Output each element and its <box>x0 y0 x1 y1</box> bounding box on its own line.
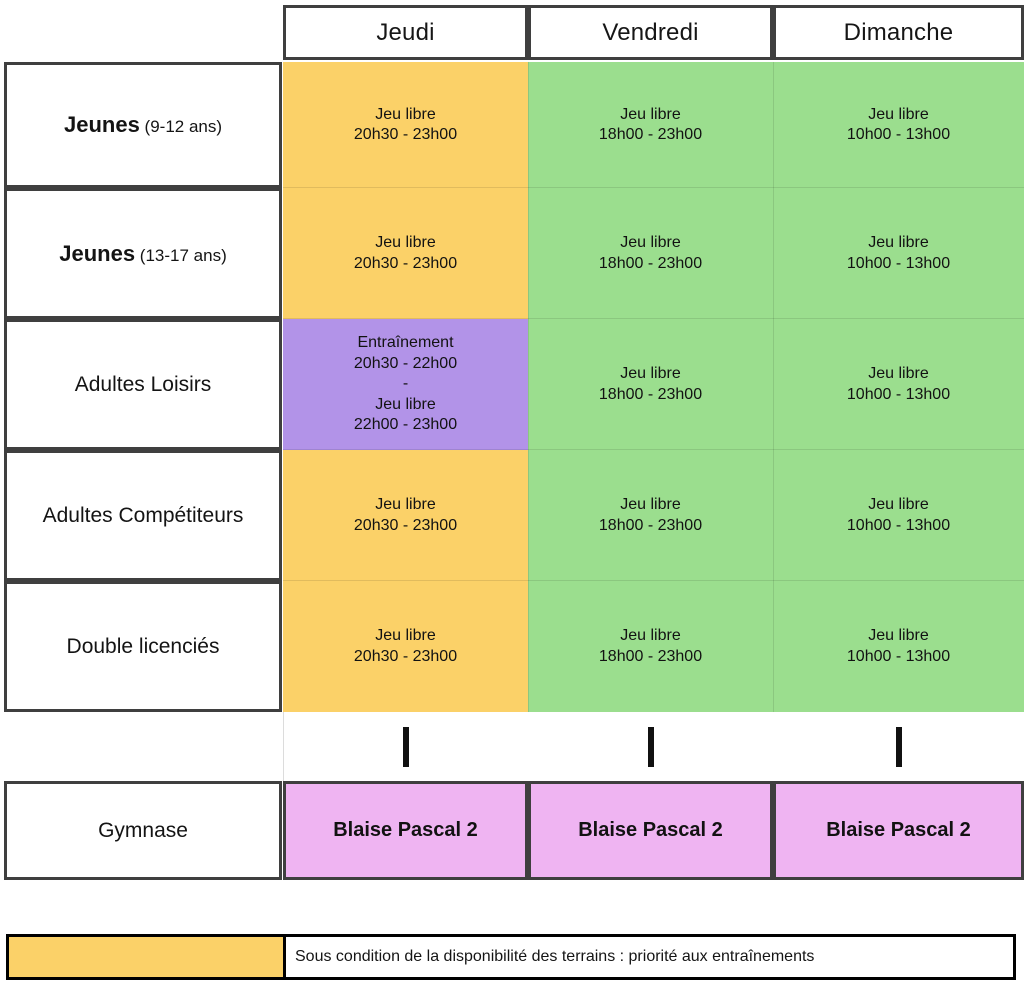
gymnase-venue-vendredi: Blaise Pascal 2 <box>528 781 773 880</box>
slot-line: 10h00 - 13h00 <box>846 647 951 665</box>
band-col-separator <box>528 62 529 712</box>
slot-cell-r1-dimanche: Jeu libre 10h00 - 13h00 <box>773 188 1024 319</box>
band-col-separator <box>773 62 774 712</box>
connector-tick-dimanche <box>895 727 902 767</box>
band-row-separator <box>283 580 1024 581</box>
slot-cell-r2-vendredi: Jeu libre 18h00 - 23h00 <box>528 319 773 450</box>
slot-line: Jeu libre <box>868 365 929 383</box>
slot-line: Jeu libre <box>620 105 681 123</box>
column-header-label: Dimanche <box>843 18 954 46</box>
slot-line: 18h00 - 23h00 <box>598 647 703 665</box>
slot-line: Jeu libre <box>375 234 436 252</box>
slot-line: 10h00 - 13h00 <box>846 385 951 403</box>
slot-cell-r4-vendredi: Jeu libre 18h00 - 23h00 <box>528 581 773 712</box>
legend-description-text: Sous condition de la disponibilité des t… <box>295 948 815 965</box>
row-label-2: Adultes Loisirs <box>4 319 282 450</box>
band-row-separator <box>283 318 1024 319</box>
slot-line: Jeu libre <box>375 627 436 645</box>
slot-line: 20h30 - 22h00 <box>353 354 458 372</box>
slot-line: - <box>402 375 409 393</box>
column-header-label: Vendredi <box>602 18 699 46</box>
slot-cell-r3-jeudi: Jeu libre 20h30 - 23h00 <box>283 450 528 581</box>
gymnase-label-cell: Gymnase <box>4 781 282 880</box>
slot-cell-r4-jeudi: Jeu libre 20h30 - 23h00 <box>283 581 528 712</box>
band-row-separator <box>283 187 1024 188</box>
slot-line: 18h00 - 23h00 <box>598 385 703 403</box>
slot-cell-r1-jeudi: Jeu libre 20h30 - 23h00 <box>283 188 528 319</box>
slot-line: 10h00 - 13h00 <box>846 516 951 534</box>
gymnase-venue-text: Blaise Pascal 2 <box>578 819 723 841</box>
slot-cell-r2-dimanche: Jeu libre 10h00 - 13h00 <box>773 319 1024 450</box>
slot-line: Jeu libre <box>868 496 929 514</box>
row-label-text: Jeunes (9-12 ans) <box>64 112 222 138</box>
slot-line: Jeu libre <box>375 105 436 123</box>
slot-line: Jeu libre <box>868 627 929 645</box>
slot-line: 18h00 - 23h00 <box>598 126 703 143</box>
slot-line: Jeu libre <box>620 496 681 514</box>
gymnase-label-text: Gymnase <box>98 818 188 842</box>
row-label-plain: Double licenciés <box>66 634 220 658</box>
slot-cell-r0-jeudi: Jeu libre 20h30 - 23h00 <box>283 62 528 188</box>
slot-cell-r2-jeudi: Entraînement 20h30 - 22h00 - Jeu libre 22h00… <box>283 319 528 450</box>
row-label-1: Jeunes (13-17 ans) <box>4 188 282 319</box>
row-label-text: Adultes Compétiteurs <box>43 504 244 528</box>
slot-line: Entraînement <box>357 334 454 352</box>
slot-line: Jeu libre <box>868 105 929 123</box>
gymnase-venue-dimanche: Blaise Pascal 2 <box>773 781 1024 880</box>
slot-line: 22h00 - 23h00 <box>353 416 458 434</box>
slot-line: 20h30 - 23h00 <box>353 516 458 534</box>
row-label-sub: (9-12 ans) <box>139 117 223 136</box>
slot-line: 10h00 - 13h00 <box>846 126 951 143</box>
slot-cell-r3-vendredi: Jeu libre 18h00 - 23h00 <box>528 450 773 581</box>
row-label-4: Double licenciés <box>4 581 282 712</box>
column-header-dimanche: Dimanche <box>773 5 1024 60</box>
gymnase-venue-jeudi: Blaise Pascal 2 <box>283 781 528 880</box>
row-label-sub: (13-17 ans) <box>135 245 227 265</box>
column-header-jeudi: Jeudi <box>283 5 528 60</box>
column-header-label: Jeudi <box>376 18 435 46</box>
slot-line: Jeu libre <box>375 395 436 413</box>
slot-line: Jeu libre <box>868 234 929 252</box>
slot-line: 20h30 - 23h00 <box>353 647 458 665</box>
connector-guide-line <box>283 712 284 781</box>
slot-line: Jeu libre <box>375 496 436 514</box>
row-label-plain: Adultes Compétiteurs <box>42 503 244 527</box>
slot-cell-r3-dimanche: Jeu libre 10h00 - 13h00 <box>773 450 1024 581</box>
slot-line: Jeu libre <box>620 234 681 252</box>
legend-color-swatch <box>6 934 286 980</box>
legend-description: Sous condition de la disponibilité des t… <box>286 934 1016 980</box>
slot-cell-r4-dimanche: Jeu libre 10h00 - 13h00 <box>773 581 1024 712</box>
row-label-plain: Adultes Loisirs <box>74 372 212 396</box>
slot-cell-r1-vendredi: Jeu libre 18h00 - 23h00 <box>528 188 773 319</box>
slot-line: 20h30 - 23h00 <box>353 254 458 272</box>
slot-line: 20h30 - 23h00 <box>353 126 458 143</box>
slot-line: 10h00 - 13h00 <box>846 254 951 272</box>
connector-tick-vendredi <box>647 727 654 767</box>
band-row-separator <box>283 449 1024 450</box>
row-label-strong: Jeunes <box>59 240 136 266</box>
gymnase-venue-text: Blaise Pascal 2 <box>826 819 971 841</box>
slot-line: Jeu libre <box>620 365 681 383</box>
slot-cell-r0-dimanche: Jeu libre 10h00 - 13h00 <box>773 62 1024 188</box>
slot-cell-r0-vendredi: Jeu libre 18h00 - 23h00 <box>528 62 773 188</box>
row-label-text: Double licenciés <box>67 635 220 659</box>
slot-line: 18h00 - 23h00 <box>598 254 703 272</box>
gymnase-venue-text: Blaise Pascal 2 <box>333 819 478 841</box>
row-label-0: Jeunes (9-12 ans) <box>4 62 282 188</box>
row-label-text: Jeunes (13-17 ans) <box>59 241 227 267</box>
connector-tick-jeudi <box>402 727 409 767</box>
slot-line: 18h00 - 23h00 <box>598 516 703 534</box>
row-label-3: Adultes Compétiteurs <box>4 450 282 581</box>
column-header-vendredi: Vendredi <box>528 5 773 60</box>
row-label-strong: Jeunes <box>63 112 140 137</box>
row-label-text: Adultes Loisirs <box>75 373 212 397</box>
slot-line: Jeu libre <box>620 627 681 645</box>
